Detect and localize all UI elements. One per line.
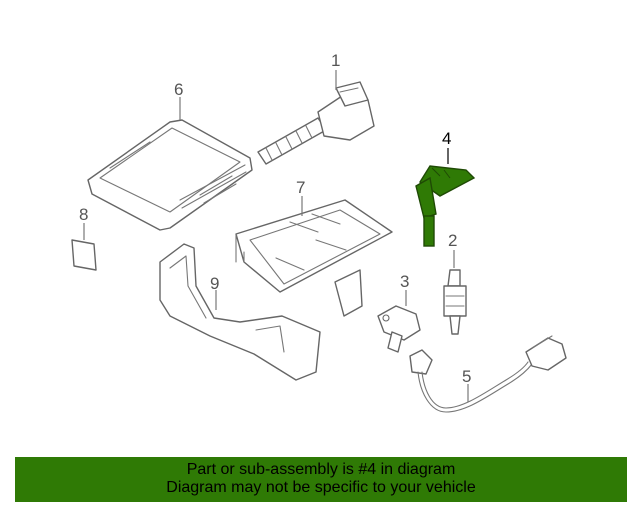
parts-diagram: 6 1 8 7 9 4 bbox=[71, 51, 567, 413]
part-1-ignition-coil[interactable] bbox=[257, 81, 375, 165]
callout-7: 7 bbox=[296, 178, 305, 197]
callout-8: 8 bbox=[79, 205, 88, 224]
callout-4: 4 bbox=[442, 129, 451, 148]
part-2-spark-plug[interactable] bbox=[443, 269, 467, 335]
callout-6: 6 bbox=[174, 80, 183, 99]
part-3-sensor[interactable] bbox=[377, 305, 421, 353]
callout-9: 9 bbox=[210, 274, 219, 293]
part-9-cover[interactable] bbox=[159, 243, 321, 381]
footer-banner: Part or sub-assembly is #4 in diagram Di… bbox=[15, 457, 627, 502]
callout-5: 5 bbox=[462, 367, 471, 386]
part-4-sensor[interactable] bbox=[415, 165, 476, 247]
banner-line-1: Part or sub-assembly is #4 in diagram bbox=[186, 461, 456, 478]
banner-line-2: Diagram may not be specific to your vehi… bbox=[166, 479, 476, 496]
callout-3: 3 bbox=[400, 272, 409, 291]
part-6-control-module[interactable] bbox=[87, 119, 253, 231]
part-8-clip[interactable] bbox=[71, 239, 97, 271]
callout-1: 1 bbox=[331, 51, 340, 70]
callout-2: 2 bbox=[448, 231, 457, 250]
part-7-bracket[interactable] bbox=[235, 199, 393, 317]
part-5-sensor-cable[interactable] bbox=[409, 335, 567, 413]
